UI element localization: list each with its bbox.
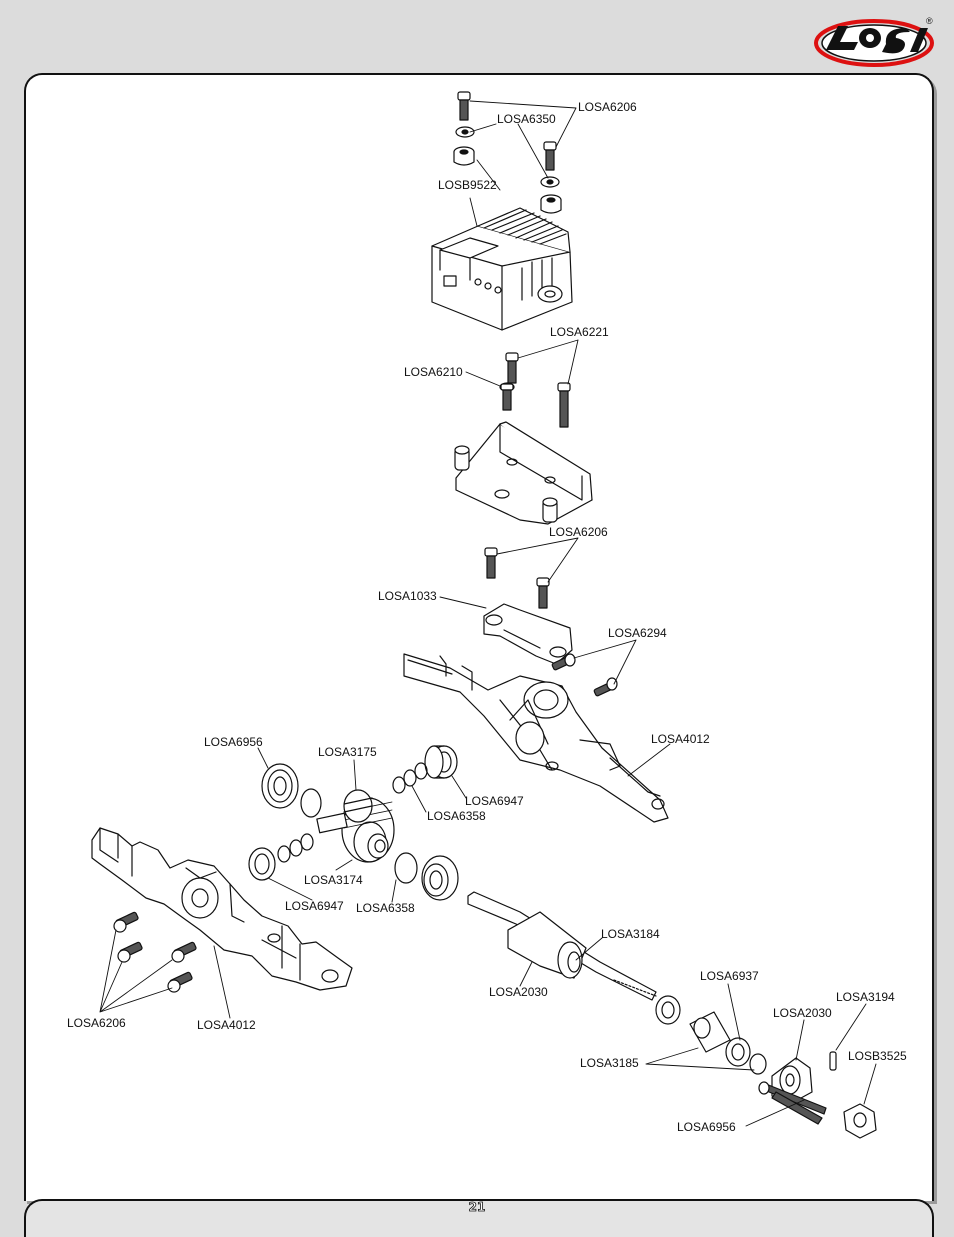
- mount-screw-3: [557, 382, 571, 428]
- top-screw-left: [457, 91, 471, 121]
- hex-nut-3525: [843, 1103, 877, 1139]
- registered-mark: ®: [926, 16, 933, 26]
- spacer-3185: [689, 1011, 731, 1053]
- label-losa6210: LOSA6210: [404, 365, 463, 379]
- bearing-6956-a: [261, 763, 299, 809]
- label-losa6956-left: LOSA6956: [204, 735, 263, 749]
- label-losb9522: LOSB9522: [438, 178, 497, 192]
- top-screw-right: [543, 141, 557, 171]
- housing-screw-1: [113, 911, 139, 933]
- label-losa6221: LOSA6221: [550, 325, 609, 339]
- oring-b: [394, 852, 418, 884]
- axle-housing-upper: [403, 653, 669, 823]
- bearing-6937-b: [725, 1037, 751, 1067]
- label-losa4012-lower: LOSA4012: [197, 1018, 256, 1032]
- grommet-left: [453, 146, 475, 166]
- label-losa1033: LOSA1033: [378, 589, 437, 603]
- label-losa3174: LOSA3174: [304, 873, 363, 887]
- page-number: 21: [468, 1200, 486, 1215]
- label-losa6947-right: LOSA6947: [465, 794, 524, 808]
- housing-screw-3: [171, 941, 197, 963]
- label-losa6206-top: LOSA6206: [578, 100, 637, 114]
- label-losa6294: LOSA6294: [608, 626, 667, 640]
- label-losa4012-upper: LOSA4012: [651, 732, 710, 746]
- plate-screw-1: [484, 547, 498, 579]
- footer-bar: [24, 1199, 934, 1237]
- label-losa3185: LOSA3185: [580, 1056, 639, 1070]
- label-losa3175: LOSA3175: [318, 745, 377, 759]
- small-orings: [277, 833, 314, 863]
- label-losb3525: LOSB3525: [848, 1049, 907, 1063]
- pinion-gear: [316, 789, 373, 834]
- housing-screw-4: [167, 971, 193, 993]
- esc-mount-plate: [454, 421, 593, 525]
- hub-screws: [758, 1081, 827, 1125]
- label-losa3194: LOSA3194: [836, 990, 895, 1004]
- mount-screw-2: [500, 383, 514, 411]
- bearing-6937: [655, 995, 681, 1025]
- axle-housing-lower: [91, 827, 353, 991]
- label-losa3184: LOSA3184: [601, 927, 660, 941]
- cap-screw-2: [593, 677, 618, 697]
- hub-pin-3194: [829, 1051, 837, 1071]
- grommet-right: [540, 194, 562, 214]
- label-losa2030-right: LOSA2030: [773, 1006, 832, 1020]
- mount-screw-1: [505, 352, 519, 384]
- oring-a: [300, 788, 322, 818]
- cap-screw-1: [551, 653, 576, 671]
- label-losa6358-left: LOSA6358: [356, 901, 415, 915]
- label-losa6956-right: LOSA6956: [677, 1120, 736, 1134]
- label-losa6937: LOSA6937: [700, 969, 759, 983]
- housing-screw-2: [117, 941, 143, 963]
- label-losa6206-lower: LOSA6206: [67, 1016, 126, 1030]
- label-losa6206-mid: LOSA6206: [549, 525, 608, 539]
- bearing-6956-b: [421, 855, 459, 901]
- plate-screw-2: [536, 577, 550, 609]
- bearing-6947-a: [424, 745, 458, 779]
- axle-bearing-carrier: [507, 911, 587, 979]
- diff-cap: [483, 603, 573, 665]
- label-losa6350: LOSA6350: [497, 112, 556, 126]
- label-losa6358-right: LOSA6358: [427, 809, 486, 823]
- losi-logo: [814, 19, 934, 67]
- label-losa2030-left: LOSA2030: [489, 985, 548, 999]
- esc-unit: [431, 207, 573, 331]
- label-losa6947-left: LOSA6947: [285, 899, 344, 913]
- bearing-6947-b: [248, 847, 276, 881]
